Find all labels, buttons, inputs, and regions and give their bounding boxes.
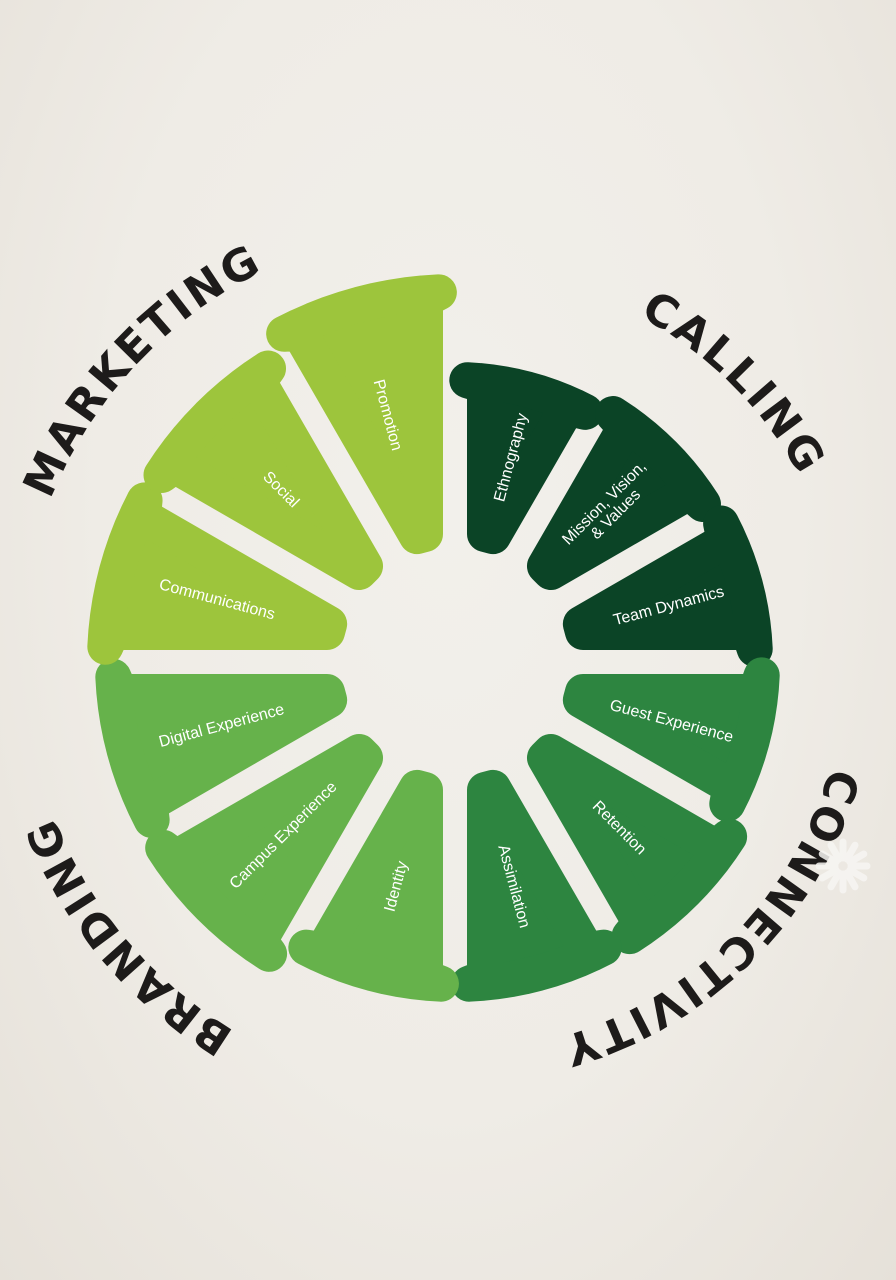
petal-mission-vision-values: Mission, Vision,& Values <box>526 396 721 591</box>
petal-social: Social <box>143 350 384 591</box>
petal-shape <box>95 658 348 838</box>
petal-ethnography: Ethnography <box>449 362 604 555</box>
petal-campus-experience: Campus Experience <box>145 733 384 972</box>
petal-shape <box>449 362 604 555</box>
petal-shape <box>266 274 457 555</box>
petal-shape <box>451 769 622 1002</box>
petal-shape <box>143 350 384 591</box>
petal-promotion: Promotion <box>266 274 457 555</box>
petal-retention: Retention <box>526 733 748 955</box>
petal-shape <box>562 657 780 822</box>
petal-shape <box>526 733 748 955</box>
petal-guest-experience: Guest Experience <box>562 657 780 822</box>
petal-shape <box>87 482 348 665</box>
petal-digital-experience: Digital Experience <box>95 658 348 838</box>
petal-team-dynamics: Team Dynamics <box>562 505 773 667</box>
petal-shape <box>526 396 721 591</box>
flower-logo-icon <box>815 838 871 894</box>
petal-shape <box>145 733 384 972</box>
petal-communications: Communications <box>87 482 348 665</box>
petal-shape <box>288 769 459 1002</box>
petal-assimilation: Assimilation <box>451 769 622 1002</box>
petal-identity: Identity <box>288 769 459 1002</box>
petal-shape <box>562 505 773 667</box>
